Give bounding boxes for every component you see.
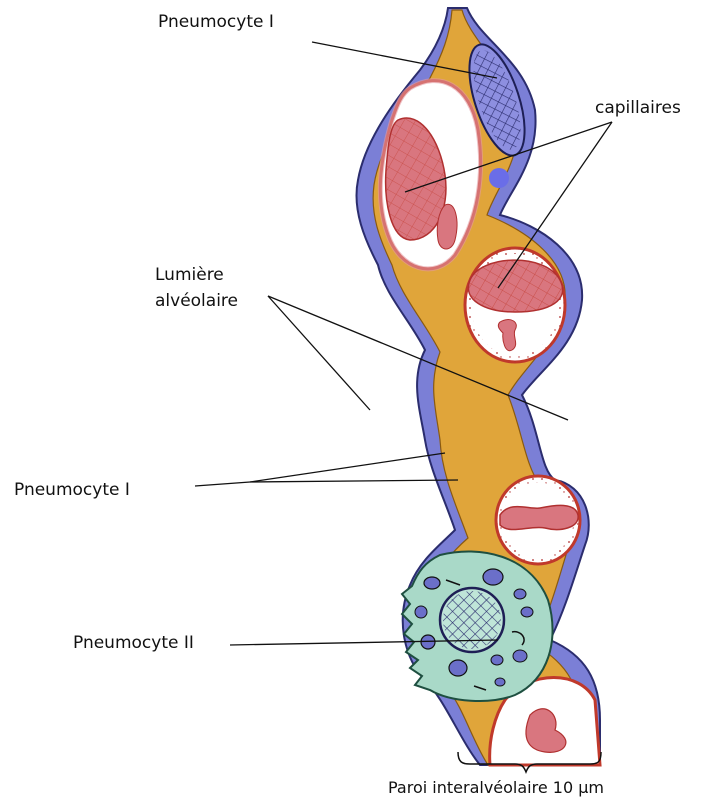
capillary-2	[465, 248, 565, 362]
label-pneumocyte-ii: Pneumocyte II	[73, 633, 194, 653]
lamellar-body	[521, 607, 533, 617]
label-pneumocyte-i-top: Pneumocyte I	[158, 12, 274, 32]
capillary-1	[380, 81, 480, 269]
lamellar-body	[415, 606, 427, 618]
lamellar-body	[449, 660, 467, 676]
capillary-3	[496, 476, 580, 564]
label-lumiere-alveolaire: Lumière alvéolaire	[155, 262, 238, 314]
leader-lumiere-left	[268, 296, 370, 410]
label-capillaires: capillaires	[595, 98, 681, 118]
pneumocyte-ii-cell	[402, 551, 553, 701]
epithelium-bulge	[489, 168, 509, 188]
lamellar-body	[495, 678, 505, 686]
label-lumiere-line1: Lumière	[155, 262, 238, 288]
leader-pneumocyte-i-mid-2	[250, 453, 445, 482]
leader-pneumocyte-i-mid-3	[250, 480, 458, 482]
label-lumiere-line2: alvéolaire	[155, 288, 238, 314]
leader-pneumocyte-i-mid-1	[195, 482, 250, 486]
red-blood-cell	[500, 505, 578, 529]
lamellar-body	[514, 589, 526, 599]
label-paroi-interalveolaire: Paroi interalvéolaire 10 µm	[388, 778, 604, 798]
lamellar-body	[483, 569, 503, 585]
lamellar-body	[513, 650, 527, 662]
lamellar-body	[424, 577, 440, 589]
lamellar-body	[491, 655, 503, 665]
label-pneumocyte-i-mid: Pneumocyte I	[14, 480, 130, 500]
